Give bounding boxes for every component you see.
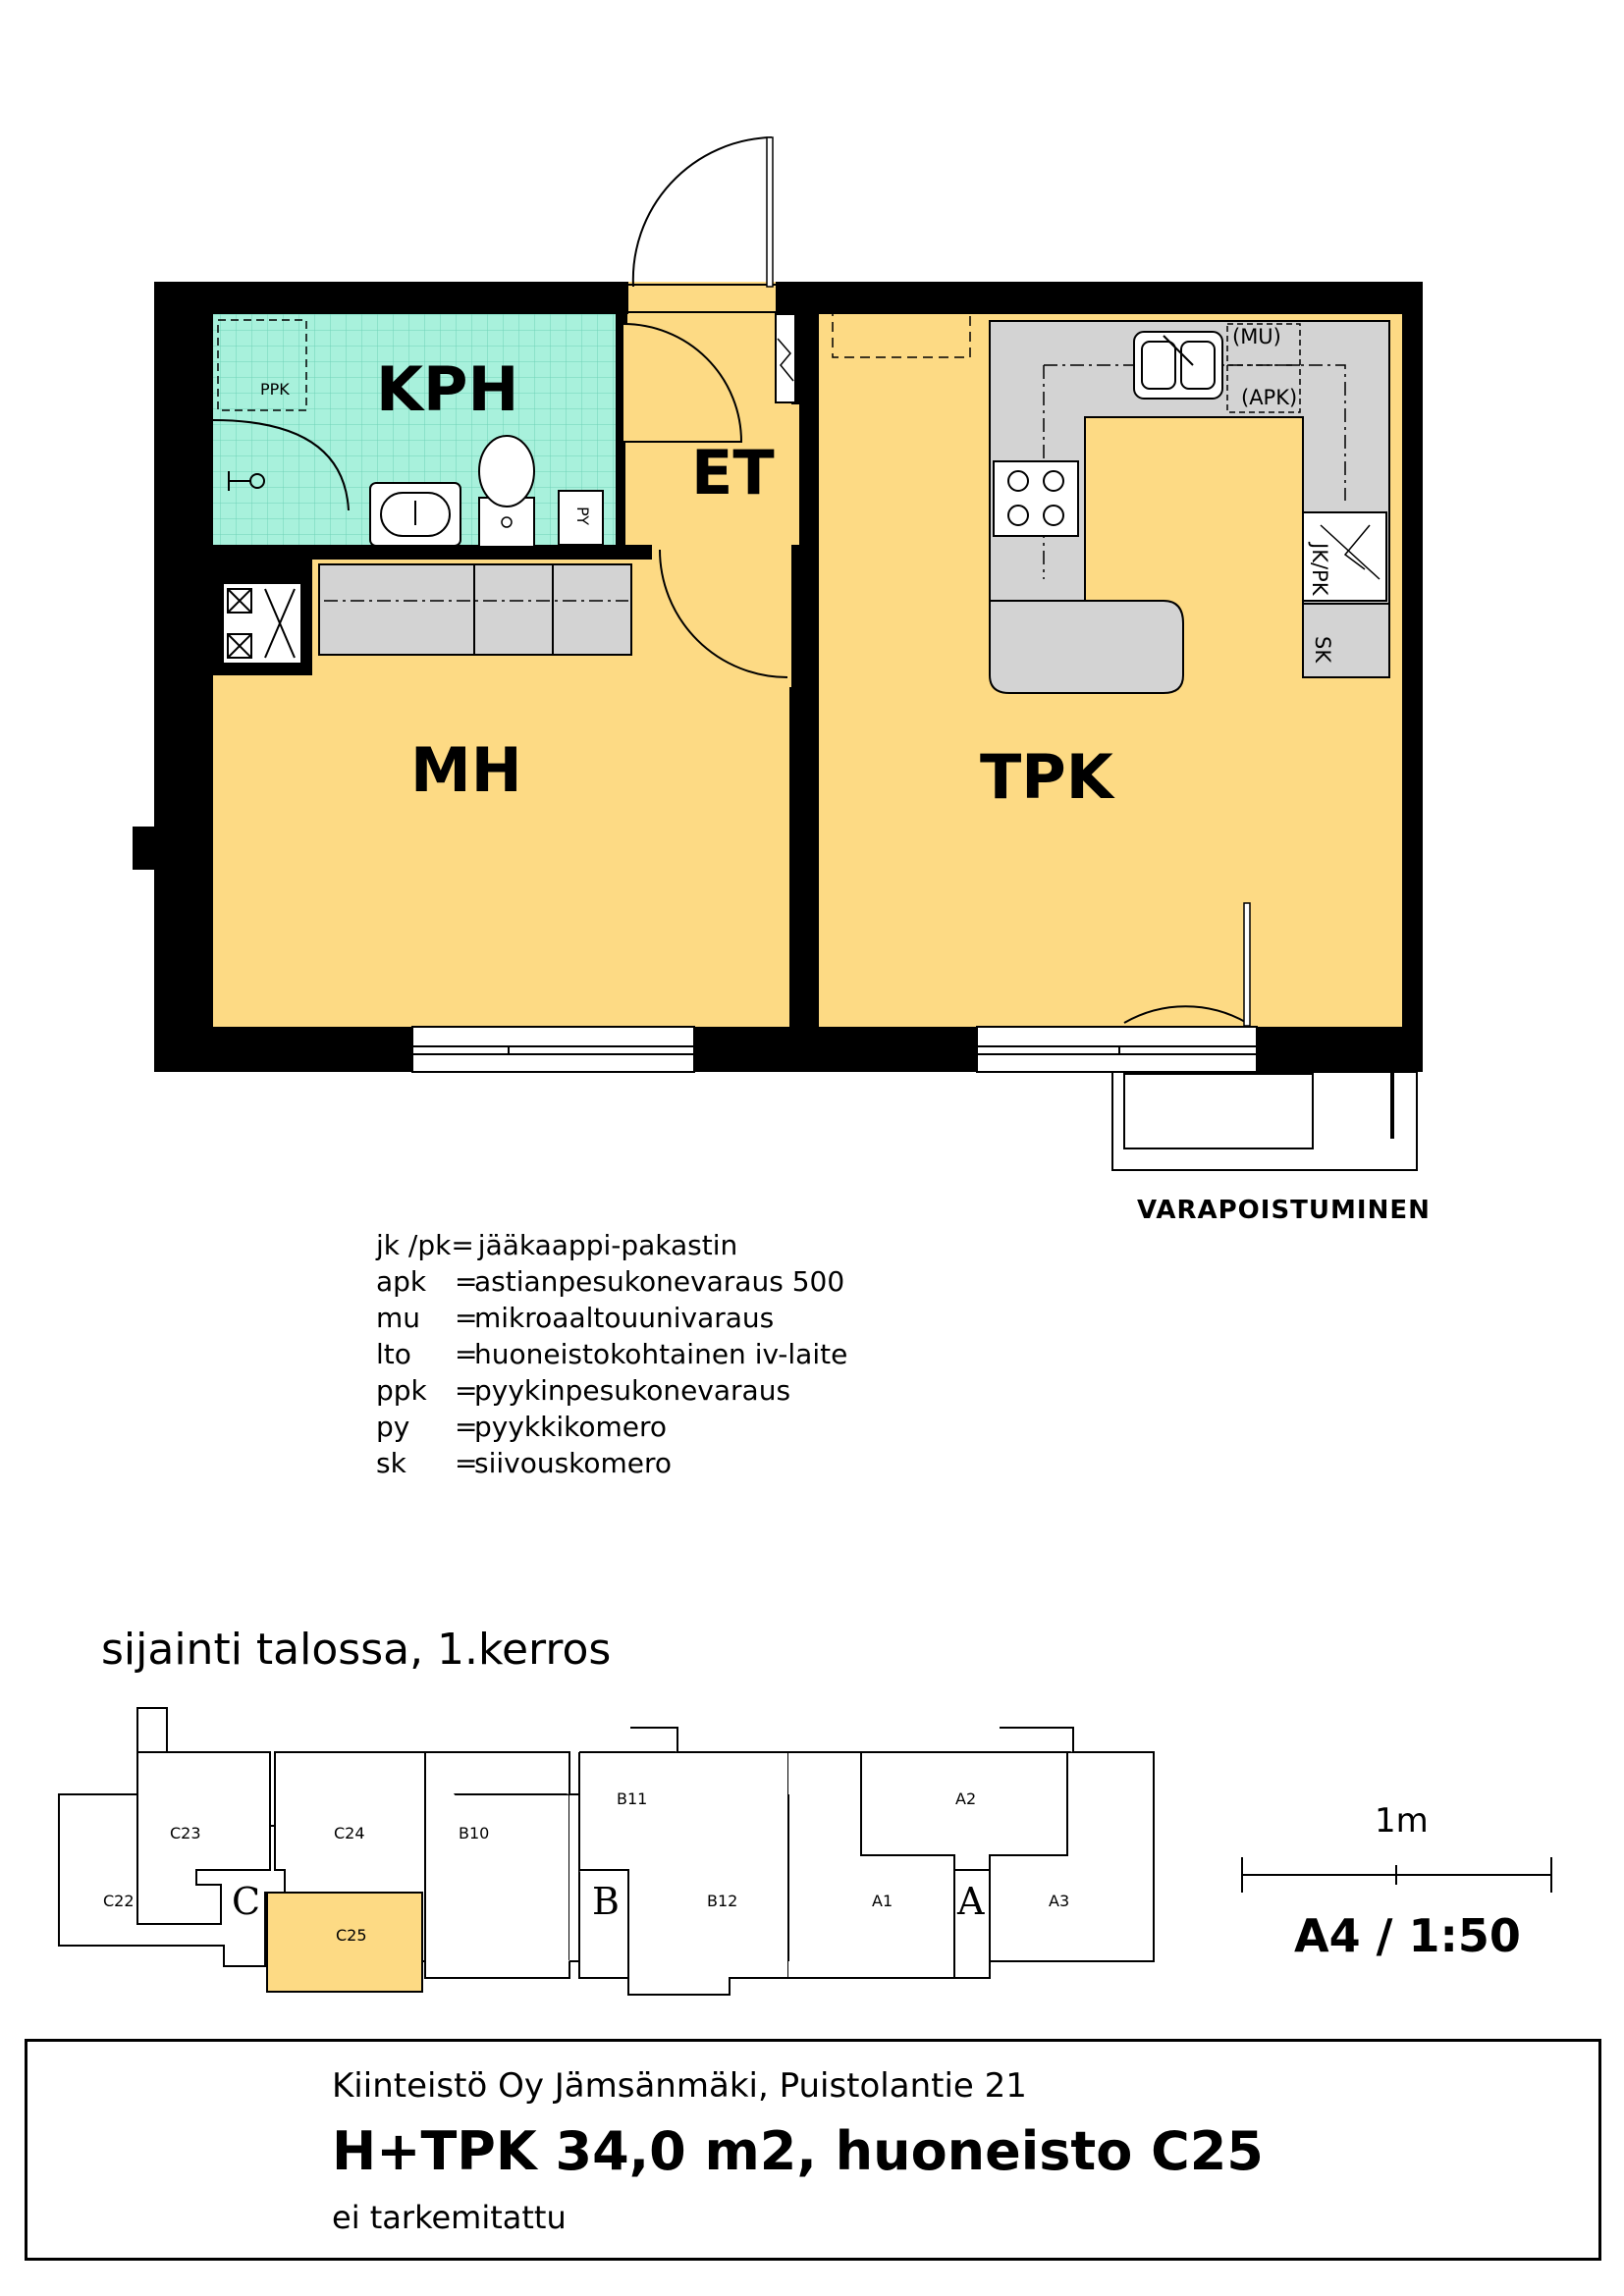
scale-bar-label: 1m <box>1375 1801 1429 1841</box>
legend-row: apk=astianpesukonevaraus 500 <box>376 1265 845 1298</box>
fridge-freezer <box>1302 511 1387 602</box>
site-plan-label: C23 <box>170 1824 201 1842</box>
site-plan-label: C25 <box>336 1926 367 1945</box>
scale-bar <box>1241 1857 1552 1893</box>
legend-row: mu=mikroaaltouunivaraus <box>376 1302 775 1334</box>
entrance-door-swing <box>631 135 772 288</box>
title-block: Kiinteistö Oy Jämsänmäki, Puistolantie 2… <box>25 2039 1601 2261</box>
partition-wall-vertical <box>791 545 815 1027</box>
property-address: Kiinteistö Oy Jämsänmäki, Puistolantie 2… <box>332 2066 1027 2106</box>
stove-icon <box>993 460 1079 537</box>
site-plan-label: C22 <box>103 1892 135 1910</box>
room-label-mh: MH <box>410 734 522 806</box>
measurement-note: ei tarkemitattu <box>332 2199 567 2236</box>
window-tpk <box>976 1026 1258 1073</box>
closets <box>318 563 632 656</box>
bedroom-door-swing <box>659 549 788 678</box>
legend-row: sk=siivouskomero <box>376 1447 673 1479</box>
emergency-exit-balcony <box>1111 1071 1418 1171</box>
legend: jk /pk=jääkaappi-pakastin apk=astianpesu… <box>376 1227 847 1481</box>
outer-wall-notch <box>133 827 162 870</box>
partition-wall-kph <box>213 545 652 560</box>
site-plan-label: B10 <box>459 1824 489 1842</box>
site-plan-label: A <box>956 1880 985 1923</box>
sink-icon <box>369 482 461 547</box>
site-plan-label: A2 <box>955 1789 976 1808</box>
site-plan-label: C24 <box>334 1824 365 1842</box>
room-label-et: ET <box>691 437 775 508</box>
site-plan-label: B12 <box>707 1892 737 1910</box>
ventilation-unit <box>222 582 302 665</box>
site-plan-label: A1 <box>872 1892 893 1910</box>
room-label-kph: KPH <box>376 353 518 425</box>
legend-row: py=pyykkikomero <box>376 1411 667 1443</box>
electric-panel <box>775 313 796 403</box>
balcony-door-swing <box>1123 903 1248 1025</box>
legend-row: ppk=pyykinpesukonevaraus <box>376 1374 791 1407</box>
coat-rack <box>832 295 971 358</box>
room-label-tpk: TPK <box>980 741 1115 813</box>
legend-row: jk /pk=jääkaappi-pakastin <box>376 1229 738 1261</box>
scale-ratio: A4 / 1:50 <box>1294 1909 1521 1962</box>
toilet-icon <box>478 435 535 548</box>
site-plan-label: C <box>232 1880 260 1923</box>
site-plan <box>58 1707 1155 1996</box>
py-label: PY <box>573 507 592 525</box>
kitchen-sink-icon <box>1133 331 1223 400</box>
apk-label: (APK) <box>1241 386 1297 409</box>
window-mh <box>411 1026 695 1073</box>
site-plan-labels: C22 C23 C24 C25 B10 B11 B12 A1 A2 A3 C B… <box>103 1789 1069 1945</box>
laundry-cabinet <box>558 490 604 546</box>
shower-area <box>212 319 350 511</box>
sk-label: SK <box>1311 636 1334 664</box>
et-floor-lower <box>625 545 799 687</box>
site-plan-label: A3 <box>1049 1892 1069 1910</box>
site-plan-label: B <box>592 1880 620 1923</box>
mh-floor <box>213 675 789 1027</box>
entrance-gap <box>628 282 776 314</box>
site-plan-label: B11 <box>617 1789 647 1808</box>
cleaning-closet <box>1302 603 1390 678</box>
bathroom-door-swing <box>623 323 743 443</box>
mu-label: (MU) <box>1232 325 1281 348</box>
jkpk-label: JK/PK <box>1308 541 1331 597</box>
apartment-title: H+TPK 34,0 m2, huoneisto C25 <box>332 2120 1264 2182</box>
location-title: sijainti talossa, 1.kerros <box>101 1625 612 1675</box>
legend-row: lto=huoneistokohtainen iv-laite <box>376 1338 848 1370</box>
dishwasher-microwave <box>1226 323 1301 413</box>
evacuation-label: VARAPOISTUMINEN <box>1137 1196 1431 1225</box>
ppk-label: PPK <box>260 380 290 399</box>
